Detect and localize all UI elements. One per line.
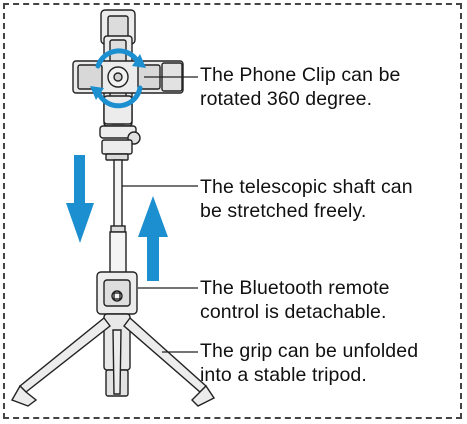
leader-lines [122,76,198,353]
tripod-legs [10,316,216,407]
caption-tripod-grip: The grip can be unfolded into a stable t… [200,339,418,387]
caption-bluetooth-remote-line1: The Bluetooth remote [200,277,390,299]
caption-phone-clip-line2: rotated 360 degree. [200,88,373,110]
caption-tripod-grip-line2: into a stable tripod. [200,364,367,386]
rotate-arrows-icon [90,48,146,109]
caption-tripod-grip-line1: The grip can be unfolded [200,340,419,362]
phone-clip [72,9,184,161]
caption-telescopic-shaft: The telescopic shaft can be stretched fr… [200,175,413,223]
caption-phone-clip: The Phone Clip can be rotated 360 degree… [200,63,400,111]
dashed-border-frame [3,3,462,419]
caption-telescopic-shaft-line1: The telescopic shaft can [200,176,413,198]
caption-bluetooth-remote: The Bluetooth remote control is detachab… [200,276,390,324]
caption-telescopic-shaft-line2: be stretched freely. [200,200,367,222]
telescopic-shaft [109,159,127,275]
down-arrow-icon [66,155,94,243]
caption-phone-clip-line1: The Phone Clip can be [200,64,401,86]
up-arrow-icon [138,196,168,281]
caption-bluetooth-remote-line2: control is detachable. [200,301,387,323]
